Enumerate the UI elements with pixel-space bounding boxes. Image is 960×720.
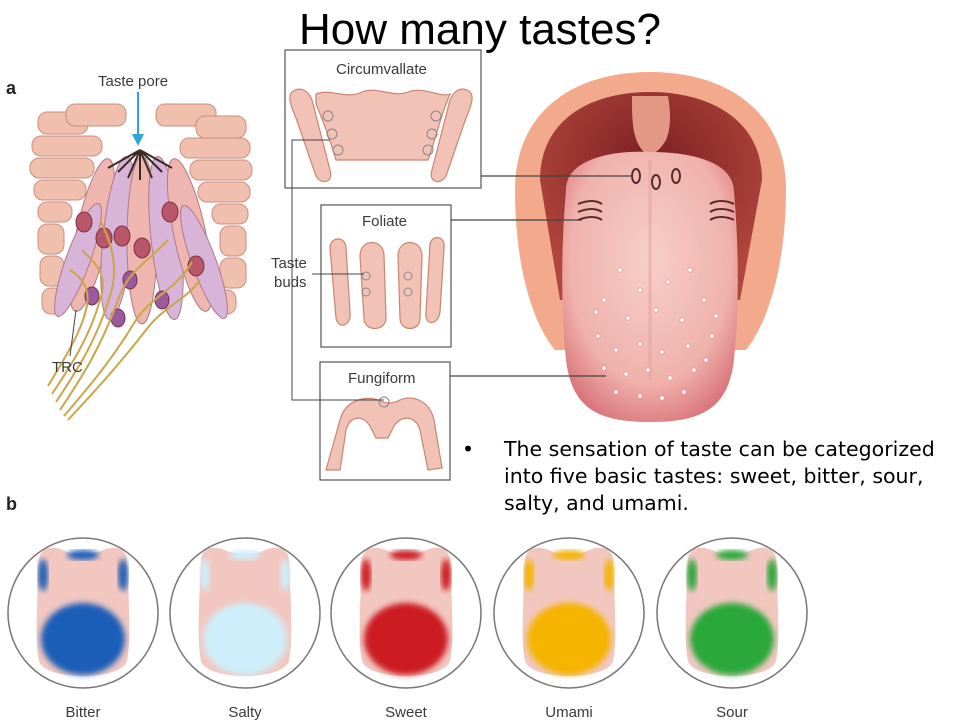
taste-zone-tip (67, 550, 99, 560)
taste-zone-back (203, 603, 287, 675)
taste-pore-label: Taste pore (98, 73, 168, 90)
taste-buds-label-1: Taste (271, 255, 307, 272)
taste-zone-tip (229, 550, 261, 560)
taste-zone-left (38, 559, 48, 591)
taste-label-sour: Sour (716, 704, 748, 720)
taste-zone-tip (716, 550, 748, 560)
taste-zone-back (527, 603, 611, 675)
bullet-text: The sensation of taste can be categorize… (504, 437, 935, 515)
fungiform-label: Fungiform (348, 370, 416, 387)
taste-zone-right (767, 559, 777, 591)
taste-label-umami: Umami (545, 704, 593, 720)
foliate-papilla: Foliate (320, 204, 452, 348)
circumvallate-label: Circumvallate (336, 61, 427, 78)
taste-zone-back (41, 603, 125, 675)
taste-maps: Bitter Salty Sweet Umami Sour (7, 537, 808, 720)
foliate-label: Foliate (362, 213, 407, 230)
circumvallate-papilla: Circumvallate (284, 49, 482, 189)
taste-zone-right (441, 559, 451, 591)
panel-a-label: a (6, 78, 17, 98)
taste-zone-back (364, 603, 448, 675)
panel-b-label: b (6, 494, 17, 514)
bullet-dot: • (462, 437, 475, 461)
fungiform-papilla: Fungiform (319, 361, 451, 481)
taste-map-sour: Sour (656, 537, 808, 720)
taste-zone-right (118, 559, 128, 591)
taste-map-umami: Umami (493, 537, 645, 720)
slide-title: How many tastes? (299, 5, 661, 54)
taste-zone-left (524, 559, 534, 591)
tongue-illustration (515, 72, 786, 422)
taste-map-bitter: Bitter (7, 537, 159, 720)
taste-zone-right (280, 559, 290, 591)
taste-map-salty: Salty (169, 537, 321, 720)
taste-zone-tip (553, 550, 585, 560)
taste-buds-label-2: buds (274, 274, 307, 291)
taste-zone-left (361, 559, 371, 591)
taste-zone-right (604, 559, 614, 591)
taste-map-sweet: Sweet (330, 537, 482, 720)
taste-bud-illustration: Taste pore TRC (29, 73, 253, 421)
taste-label-sweet: Sweet (385, 704, 428, 720)
taste-zone-left (200, 559, 210, 591)
taste-zone-tip (390, 550, 422, 560)
trc-label: TRC (52, 359, 83, 376)
papillae-connectors (450, 175, 632, 377)
taste-label-salty: Salty (228, 704, 262, 720)
taste-zone-back (690, 603, 774, 675)
taste-buds-pointer (291, 139, 384, 401)
taste-label-bitter: Bitter (65, 704, 100, 720)
taste-zone-left (687, 559, 697, 591)
